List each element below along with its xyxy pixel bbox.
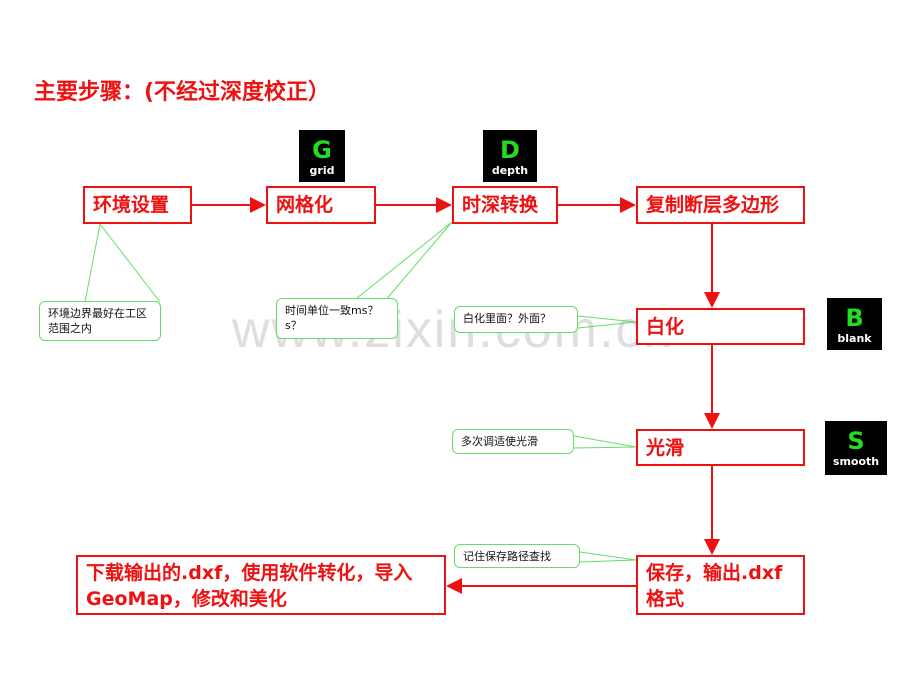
note-environment: 环境边界最好在工区范围之内 — [39, 301, 161, 341]
step-environment-setup: 环境设置 — [83, 186, 192, 224]
note-smooth: 多次调适使光滑 — [452, 429, 574, 454]
badge-grid: G grid — [299, 130, 345, 182]
callout-env-pointer — [84, 222, 161, 303]
step-time-depth-conversion: 时深转换 — [452, 186, 558, 224]
note-blank: 白化里面？外面？ — [454, 306, 578, 333]
badge-smooth-letter: S — [847, 427, 865, 455]
step-copy-fault-polygons: 复制断层多边形 — [636, 186, 805, 224]
badge-grid-word: grid — [309, 164, 335, 177]
badge-blank: B blank — [827, 298, 882, 350]
badge-blank-letter: B — [845, 304, 864, 332]
badge-smooth-word: smooth — [832, 455, 880, 468]
page-title: 主要步骤：(不经过深度校正） — [34, 80, 331, 105]
callout-smooth-pointer — [573, 435, 637, 449]
badge-depth: D depth — [483, 130, 537, 182]
callout-time-pointer — [351, 221, 453, 303]
badge-depth-letter: D — [500, 136, 520, 164]
step-blank: 白化 — [636, 308, 805, 345]
step-download-convert: 下载输出的.dxf，使用软件转化，导入GeoMap，修改和美化 — [76, 555, 446, 615]
note-time-unit: 时间单位一致ms？s？ — [276, 298, 398, 339]
step-smooth: 光滑 — [636, 429, 805, 466]
badge-blank-word: blank — [837, 332, 872, 345]
step-grid: 网格化 — [266, 186, 376, 224]
badge-grid-letter: G — [312, 136, 332, 164]
callout-save-pointer — [579, 551, 637, 563]
badge-depth-word: depth — [491, 164, 529, 177]
badge-smooth: S smooth — [825, 421, 887, 475]
step-save-output-dxf: 保存，输出.dxf格式 — [636, 555, 805, 615]
note-save-path: 记住保存路径查找 — [454, 544, 580, 568]
